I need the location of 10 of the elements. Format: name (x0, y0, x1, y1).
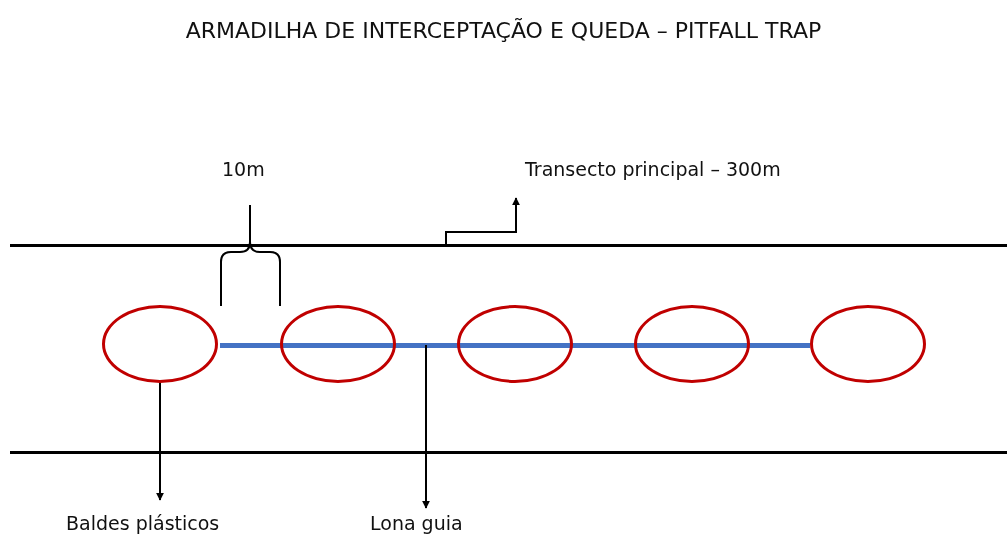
leader-arrow (422, 344, 430, 509)
transect-band (10, 244, 1007, 454)
leader-arrow (445, 197, 520, 248)
callout-text: Transecto principal – 300m (525, 158, 781, 180)
bucket-ellipse (810, 305, 926, 383)
callout-text: Baldes plásticos (66, 512, 220, 534)
bucket-ellipse (102, 305, 218, 383)
title: ARMADILHA DE INTERCEPTAÇÃO E QUEDA – PITFALL TRAP (184, 18, 823, 43)
callout-text: Lona guia (370, 512, 463, 534)
dimension-label: 10m (222, 158, 265, 180)
